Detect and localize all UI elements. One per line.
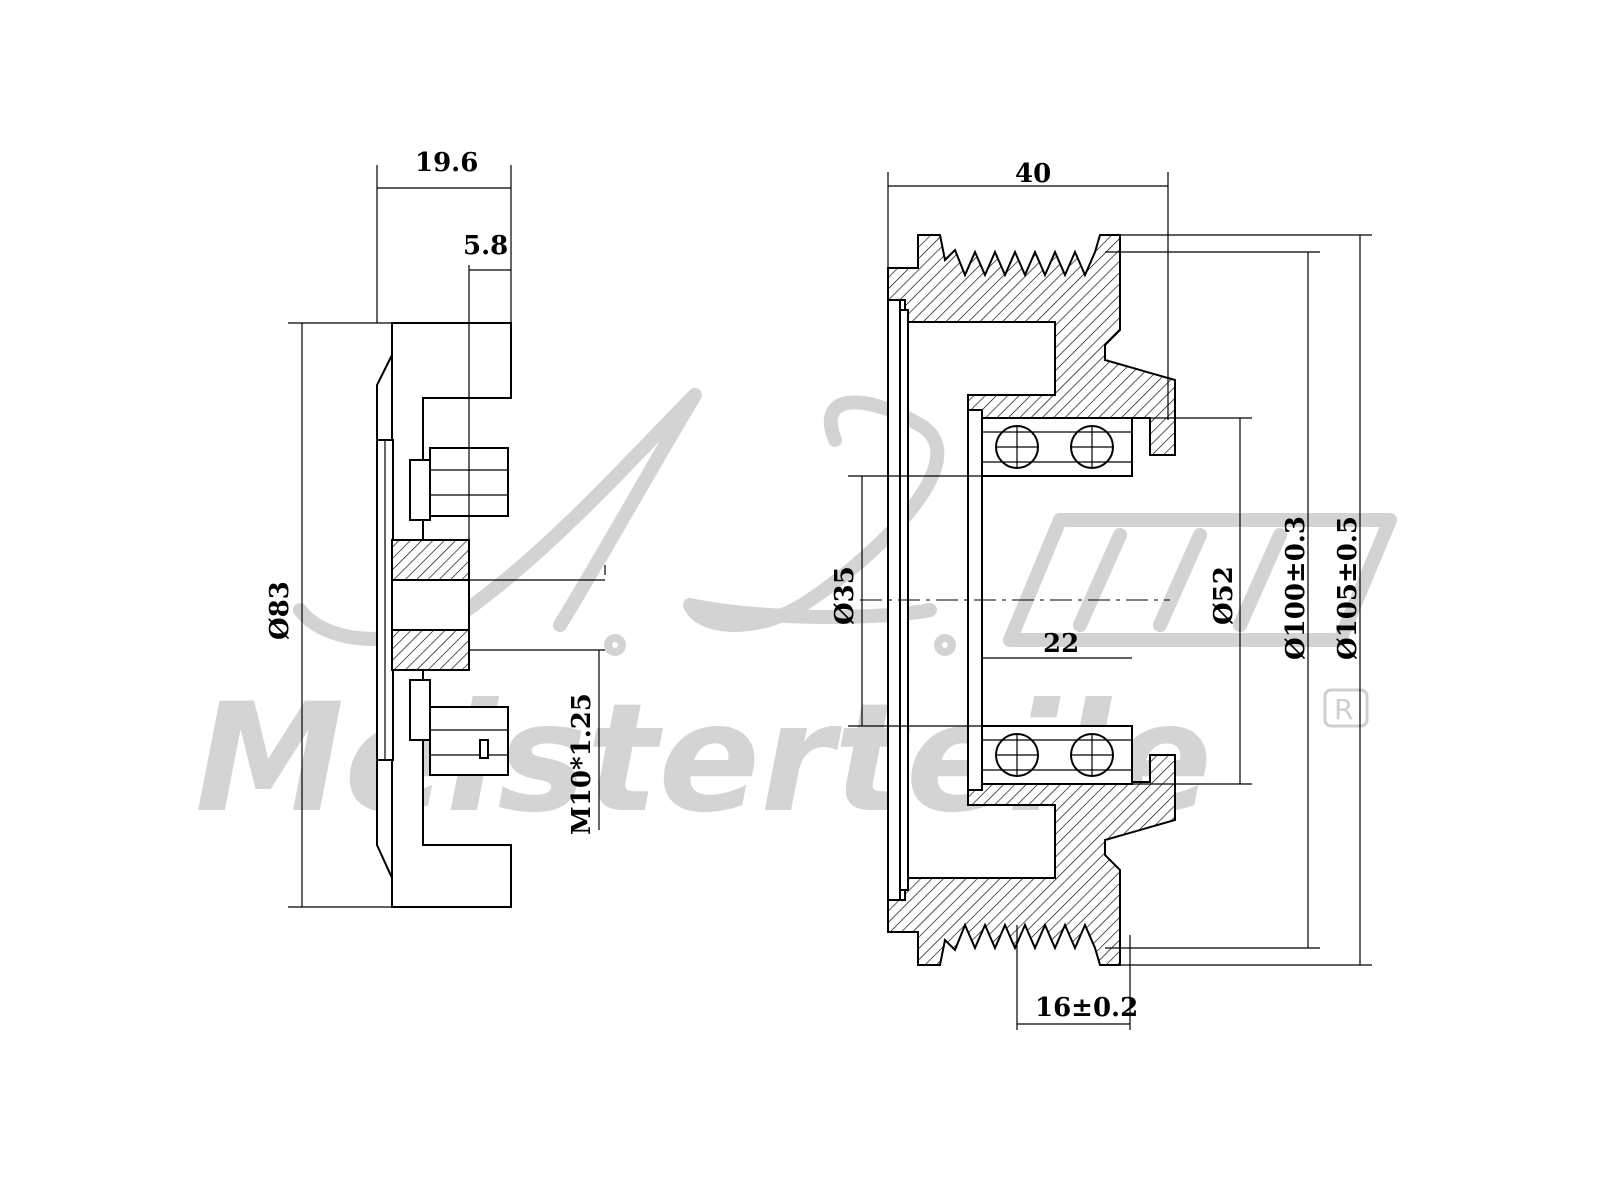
watermark-dot-2 [934,634,956,656]
dim-hub-thread: M10*1.25 [567,693,597,835]
hub-rivet-slot [479,739,489,759]
pulley-rim-top [887,234,1176,456]
hub-thread-bore [391,579,470,631]
dim-bearing-od: Ø52 [1209,566,1239,625]
left-view-hub: 19.6 5.8 Ø83 M10*1.25 [265,148,606,908]
dim-pulley-bore: Ø35 [830,566,860,625]
dim-hub-width: 19.6 [415,148,478,178]
right-view-pulley: 40 Ø35 Ø52 22 Ø100±0.3 Ø105±0.5 16±0.2 [830,159,1372,1030]
watermark-registered-box [1323,688,1369,728]
dim-belt-width: 16±0.2 [1035,993,1138,1023]
dim-outer-diameter: Ø105±0.5 [1333,516,1363,660]
pulley-rim-bottom [887,754,1176,966]
watermark-stripes-frame [1003,513,1397,647]
watermark-registered-mark: R [1334,693,1353,726]
dim-pulley-width: 40 [1015,159,1051,189]
hub-rivet-base-top [409,459,431,521]
dim-hub-offset: 5.8 [463,231,508,261]
dim-groove-diameter: Ø100±0.3 [1281,516,1311,660]
watermark-dot-1 [604,634,626,656]
hub-rivet-base-bottom [409,679,431,741]
watermark-stripe-2 [1153,528,1207,632]
hub-rivet-head-bottom [429,706,509,776]
watermark-stripe-1 [1073,528,1127,632]
dim-hub-diameter: Ø83 [265,581,295,640]
watermark-stripe-3 [1233,528,1287,632]
dim-inner-length: 22 [1043,629,1079,659]
